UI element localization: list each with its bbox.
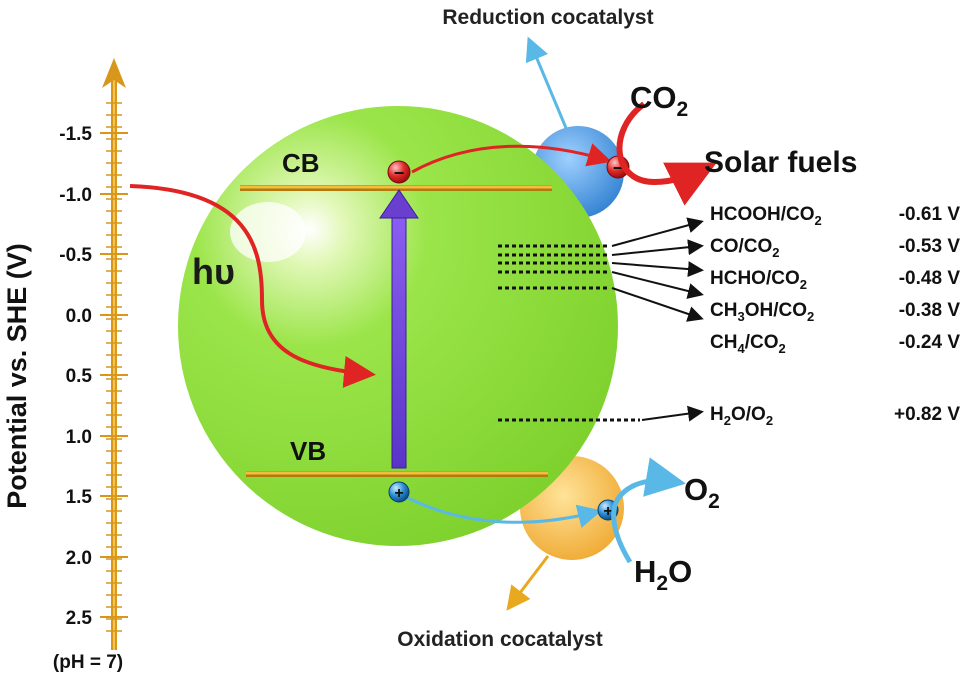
light-label: hυ [192,251,235,292]
solar-fuels-label: Solar fuels [704,146,857,179]
oxidation-cocatalyst-label: Oxidation cocatalyst [397,628,602,651]
valence-band [246,471,548,477]
excitation-arrow [379,189,419,469]
redox-couple-label: CO/CO2 [710,236,780,260]
axis-tick-label: 1.0 [66,427,92,448]
electron-cb: − [387,160,411,184]
co2-label: CO2 [630,80,688,121]
axis-arrowhead [102,58,126,88]
redox-potential-value: -0.38 V [899,300,961,321]
o2-label: O2 [684,472,720,513]
axis-tick-label: 2.5 [66,608,93,629]
cb-label: CB [282,148,320,178]
redox-potential-value: -0.48 V [899,268,961,289]
redox-couple-label: HCOOH/CO2 [710,204,822,228]
axis-tick-label: 0.0 [66,306,92,327]
co2-conversion-arrow [616,101,717,206]
ph-condition-label: (pH = 7) [53,652,123,673]
conduction-band [240,185,552,191]
reduction-cocatalyst-label: Reduction cocatalyst [442,6,653,29]
hole-vb: + [388,481,410,503]
redox-couple-label: CH3OH/CO2 [710,300,814,324]
axis-tick-label: -1.5 [59,124,92,145]
electron-sign: − [613,158,624,178]
hole-sign: + [603,503,612,520]
axis-tick-label: -0.5 [59,245,92,266]
redox-levels [498,217,704,422]
electron-transfer-arrow [411,143,612,174]
redox-potential-value: -0.53 V [899,236,961,257]
potential-axis: -1.5 -1.0 -0.5 0.0 0.5 1.0 1.5 2.0 2.5 P… [2,58,128,673]
oxidation-cocatalyst-pointer [506,555,550,611]
axis-tick-label: -1.0 [59,185,92,206]
redox-couple-label: CH4/CO2 [710,332,786,356]
axis-major-ticks [100,132,128,618]
h2o-label: H2O [634,554,692,595]
axis-title: Potential vs. SHE (V) [2,243,32,509]
vb-label: VB [290,436,326,466]
redox-couple-label: HCHO/CO2 [710,268,807,292]
reduction-cocatalyst-pointer [525,36,568,129]
redox-potential-value: -0.61 V [899,204,961,225]
axis-tick-label: 0.5 [66,366,93,387]
redox-potential-value: +0.82 V [894,404,960,425]
particle-highlight [230,202,306,262]
electron-sign: − [394,163,405,183]
water-oxidation-arrow [611,457,686,564]
axis-minor-ticks [106,102,122,632]
axis-tick-label: 1.5 [66,487,93,508]
axis-tick-label: 2.0 [66,548,92,569]
hole-transfer-arrow [403,494,602,529]
light-arrow [129,184,376,388]
hole-sign: + [394,485,403,502]
redox-potential-value: -0.24 V [899,332,961,353]
redox-couple-label: H2O/O2 [710,404,773,428]
